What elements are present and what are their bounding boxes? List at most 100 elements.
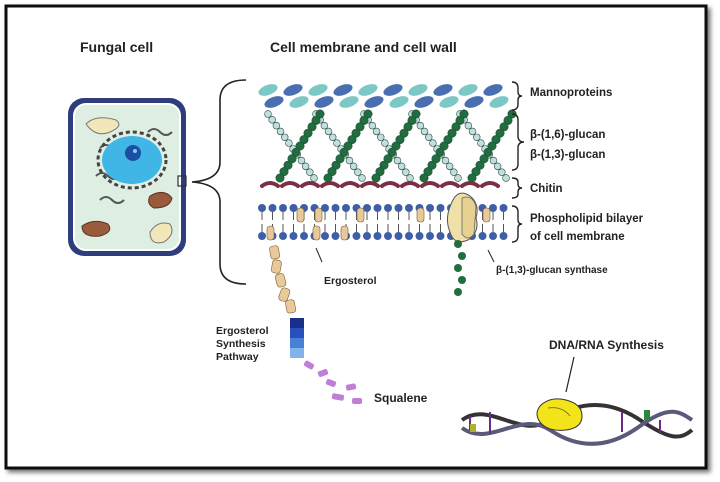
mannoprotein: [389, 96, 409, 108]
chitin-label: Chitin: [530, 183, 563, 195]
mannoprotein: [383, 84, 403, 96]
mannoprotein: [339, 96, 359, 108]
phospholipid-head: [258, 204, 266, 212]
beta-13-glucan-bead: [303, 128, 313, 138]
beta-13-glucan-bead: [351, 128, 361, 138]
beta-16-glucan-bead: [281, 133, 289, 141]
phospholipid-head: [436, 232, 445, 240]
beta-13-glucan-bead: [399, 128, 409, 138]
phospholipid-head: [331, 204, 340, 212]
mannoprotein: [439, 96, 459, 108]
beta-16-glucan-bead: [324, 127, 333, 136]
dna-rna-label: DNA/RNA Synthesis: [549, 338, 664, 352]
beta-13-glucan-bead: [411, 109, 421, 119]
beta-16-glucan-bead: [372, 127, 381, 136]
chitin-fiber: [300, 181, 320, 188]
beta-16-glucan-bead: [264, 110, 272, 118]
mannoprotein: [458, 84, 478, 96]
ergosterol-molecule: [416, 207, 425, 223]
beta-13-glucan-label: β-(1,3)-glucan: [530, 149, 605, 161]
beta-13-glucan-bead: [431, 154, 441, 164]
membrane-wall-title: Cell membrane and cell wall: [270, 39, 457, 55]
chitin-fiber: [380, 181, 400, 188]
beta-13-glucan-bead: [423, 167, 433, 177]
beta-16-glucan-bead: [429, 139, 437, 147]
beta-13-glucan-bead: [491, 135, 501, 145]
phospholipid-head: [489, 232, 497, 240]
beta-16-glucan-bead: [272, 121, 281, 130]
beta-16-glucan-bead: [397, 162, 406, 171]
beta-13-glucan-bead: [331, 160, 341, 170]
beta-16-glucan-bead: [493, 162, 502, 171]
beta-13-glucan-bead: [379, 160, 389, 170]
ergosterol-molecule: [266, 225, 275, 241]
bilayer-label-line1: Phospholipid bilayer: [530, 213, 644, 225]
mannoprotein: [289, 96, 309, 108]
beta-13-glucan-bead: [371, 173, 381, 183]
nascent-glucan-chain: [454, 240, 466, 296]
beta-16-glucan-bead: [416, 121, 425, 130]
beta-13-glucan-bead: [279, 167, 289, 177]
nascent-glucan-bead: [454, 288, 462, 296]
phospholipid-head: [394, 232, 403, 240]
beta-13-glucan-bead: [355, 122, 365, 132]
glucan-synthase-label: β-(1,3)-glucan synthase: [496, 265, 608, 276]
chitin-fiber: [360, 181, 380, 188]
beta-13-glucan-bead: [291, 147, 301, 157]
mitochondrion-icon: [81, 220, 111, 237]
chitin-fiber: [260, 181, 280, 188]
beta-13-glucan-bead: [467, 173, 477, 183]
beta-16-glucan-bead: [297, 156, 306, 165]
phospholipid-head: [478, 232, 487, 240]
mannoprotein: [489, 96, 509, 108]
beta-16-glucan-bead: [354, 168, 362, 176]
beta-16-glucan-bead: [468, 127, 477, 136]
beta-16-glucan-bead: [381, 139, 389, 147]
beta-13-glucan-bead: [443, 135, 453, 145]
phospholipid-head: [405, 204, 413, 212]
phospholipid-head: [279, 204, 287, 212]
beta-13-glucan-bead: [391, 141, 401, 151]
vacuole-icon: [149, 222, 173, 244]
beta-16-glucan-bead: [285, 139, 293, 147]
phospholipid-head: [268, 204, 277, 212]
ergosterol-molecule: [271, 259, 282, 274]
phospholipid-head: [331, 232, 340, 240]
beta-13-glucan-bead: [299, 135, 309, 145]
beta-13-glucan-bead: [455, 115, 465, 125]
beta-13-glucan-bead: [339, 147, 349, 157]
phospholipid-head: [321, 232, 329, 240]
chitin-fiber: [480, 181, 500, 188]
squalene-label: Squalene: [374, 391, 428, 405]
mannoprotein: [264, 96, 284, 108]
fungal-cell: [68, 98, 187, 256]
polymerase-enzyme: [536, 398, 583, 431]
ergosterol-molecule: [278, 287, 291, 302]
phospholipid-head: [300, 232, 308, 240]
nascent-glucan-bead: [454, 264, 462, 272]
beta-13-glucan-bead: [427, 160, 437, 170]
squalene-molecules: [303, 360, 362, 404]
ergosterol-molecule: [482, 207, 491, 223]
beta-16-glucan-label: β-(1,6)-glucan: [530, 129, 605, 141]
beta-16-glucan-bead: [377, 133, 385, 141]
phospholipid-head: [373, 204, 382, 212]
beta-13-glucan-bead: [295, 141, 305, 151]
beta-13-glucan-bead: [459, 109, 469, 119]
ergosterol-molecule: [356, 207, 365, 223]
phospholipid-head: [394, 204, 403, 212]
pathway-label-line2: Synthesis: [216, 338, 266, 350]
beta-13-glucan-bead: [347, 135, 357, 145]
ergosterol-molecule: [285, 299, 296, 314]
ergosterol-chain: [269, 245, 296, 314]
beta-16-glucan-bead: [502, 174, 510, 182]
phospholipid-head: [363, 204, 371, 212]
phospholipid-head: [321, 204, 329, 212]
phospholipid-head: [373, 232, 382, 240]
beta-13-glucan-bead: [495, 128, 505, 138]
mannoprotein: [358, 84, 378, 96]
mannoprotein-layer: [258, 84, 509, 108]
beta-13-glucan-bead: [375, 167, 385, 177]
beta-13-glucan-bead: [327, 167, 337, 177]
